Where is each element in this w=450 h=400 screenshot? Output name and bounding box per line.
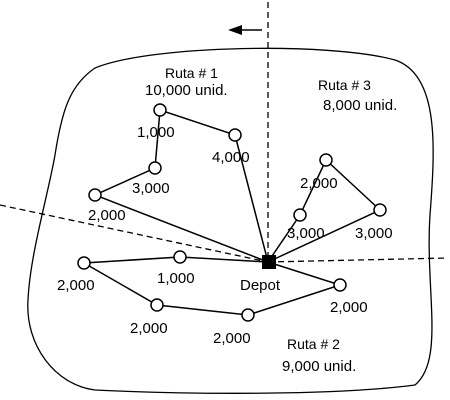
sector-dividers	[0, 2, 449, 263]
divider-right	[267, 257, 449, 263]
route-1-path	[93, 108, 269, 263]
route-2-units: 9,000 unid.	[282, 358, 356, 375]
customer-nodes	[77, 103, 387, 322]
customer-node	[150, 298, 164, 312]
route-3-title: Ruta # 3	[318, 77, 371, 93]
customer-node	[333, 278, 347, 292]
rotation-arrow	[228, 25, 262, 35]
service-region-outline	[27, 47, 434, 394]
customer-node	[293, 208, 307, 222]
customer-node	[77, 256, 91, 270]
route-1-units: 10,000 unid.	[145, 82, 228, 99]
customer-node	[153, 103, 167, 117]
quantity-label: 3,000	[355, 225, 393, 242]
depot-marker	[262, 255, 276, 269]
quantity-label: 1,000	[157, 270, 195, 287]
depot-label: Depot	[240, 277, 281, 294]
route-2-path	[81, 256, 343, 316]
quantity-label: 4,000	[212, 149, 250, 166]
quantity-label: 2,000	[130, 320, 168, 337]
route-3-units: 8,000 unid.	[323, 97, 397, 114]
customer-node	[173, 250, 187, 264]
quantity-label: 2,000	[330, 299, 368, 316]
divider-left	[0, 204, 269, 263]
customer-node	[319, 153, 333, 167]
quantity-label: 2,000	[300, 175, 338, 192]
customer-node	[88, 188, 102, 202]
customer-node	[228, 128, 242, 142]
customer-node	[241, 308, 255, 322]
quantity-label: 1,000	[137, 124, 175, 141]
quantity-label: 2,000	[57, 277, 95, 294]
quantity-label: 3,000	[132, 180, 170, 197]
quantity-label: 2,000	[213, 330, 251, 347]
quantity-label: 2,000	[88, 207, 126, 224]
route-2-title: Ruta # 2	[287, 336, 340, 352]
customer-node	[373, 203, 387, 217]
quantity-label: 3,000	[287, 225, 325, 242]
route-1-title: Ruta # 1	[165, 65, 218, 81]
customer-node	[148, 161, 162, 175]
